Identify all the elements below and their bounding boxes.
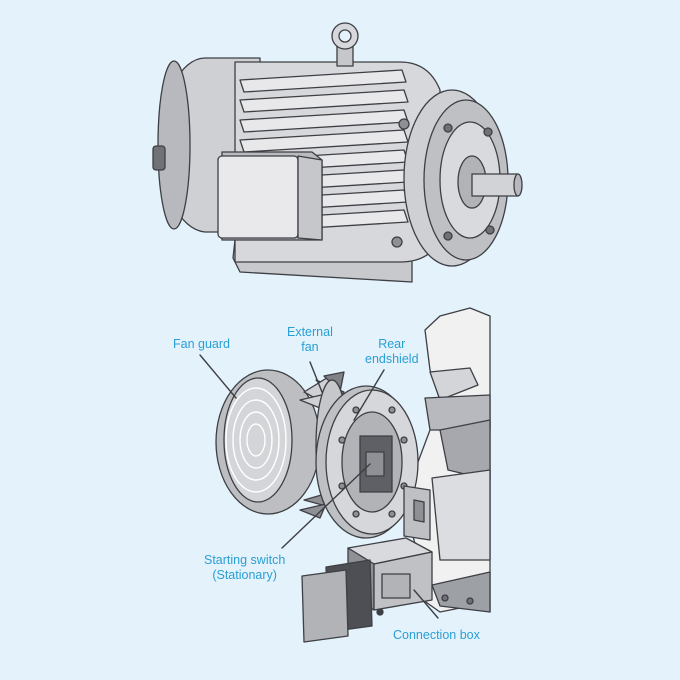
fan-guard-label: Fan guard [173,337,230,352]
external-fan-text-1: External [287,325,333,339]
leader-starting-switch [281,463,371,549]
leader-fan-guard [199,354,237,399]
leader-rear-endshield [353,369,385,421]
exploded-view [199,307,491,643]
fan-guard [215,369,321,515]
leader-external-fan [309,361,323,393]
connection-box-text: Connection box [393,628,480,642]
rear-endshield-text-2: endshield [365,352,419,366]
rear-endshield-label: Rear endshield [365,337,419,367]
motor-shaft [471,173,523,197]
rear-cap [157,60,191,230]
leader-lines [199,354,439,619]
starting-switch-text-2: (Stationary) [212,568,277,582]
starting-switch [359,435,431,541]
connection-box-cover [301,559,373,643]
starting-switch-label: Starting switch (Stationary) [204,553,285,583]
rear-nub [152,145,166,171]
external-fan-label: External fan [287,325,333,355]
rear-endshield-text-1: Rear [378,337,406,351]
housing-foot [431,571,491,613]
starting-switch-text-1: Starting switch [204,553,286,567]
assembled-motor [152,22,523,283]
external-fan-text-2: fan [301,340,319,354]
connection-box-label: Connection box [393,628,480,643]
terminal-box [217,151,323,241]
fan-guard-text: Fan guard [173,337,230,351]
lifting-eye [331,22,359,67]
leader-connection-box [413,589,439,619]
